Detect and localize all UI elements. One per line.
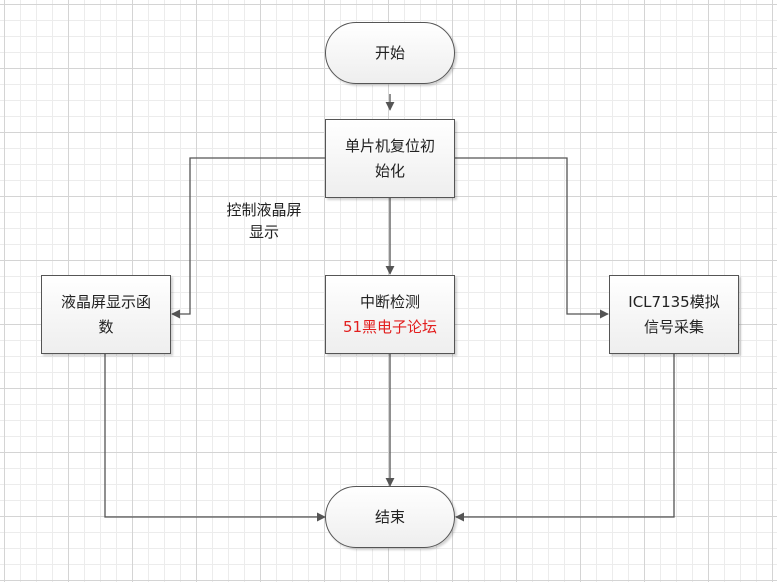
icl-label-line1: ICL7135模拟 bbox=[628, 292, 720, 311]
control-lcd-label-line2: 显示 bbox=[248, 223, 279, 241]
edge-lcd-to-end bbox=[104, 354, 326, 522]
edge-icl-to-end bbox=[455, 354, 675, 522]
icl-node: ICL7135模拟 信号采集 bbox=[609, 275, 739, 354]
start-label: 开始 bbox=[374, 43, 405, 62]
init-label-line2: 始化 bbox=[374, 161, 405, 180]
init-node: 单片机复位初 始化 bbox=[325, 119, 455, 198]
control-lcd-label-line1: 控制液晶屏 bbox=[226, 201, 302, 219]
end-label: 结束 bbox=[374, 507, 405, 526]
lcd-function-node: 液晶屏显示函 数 bbox=[41, 275, 171, 354]
lcd-function-label-line2: 数 bbox=[98, 317, 114, 336]
end-node: 结束 bbox=[325, 486, 455, 548]
interrupt-label: 中断检测 bbox=[359, 292, 420, 311]
edge-init-to-icl bbox=[455, 157, 609, 319]
forum-watermark: 51黑电子论坛 bbox=[342, 317, 438, 336]
interrupt-node: 中断检测 51黑电子论坛 bbox=[325, 275, 455, 354]
control-lcd-edge-label: 控制液晶屏 显示 bbox=[214, 199, 314, 243]
init-label-line1: 单片机复位初 bbox=[344, 136, 435, 155]
icl-label-line2: 信号采集 bbox=[643, 317, 704, 336]
lcd-function-label-line1: 液晶屏显示函 bbox=[60, 292, 151, 311]
edge-init-to-lcd bbox=[171, 157, 325, 319]
start-node: 开始 bbox=[325, 22, 455, 84]
